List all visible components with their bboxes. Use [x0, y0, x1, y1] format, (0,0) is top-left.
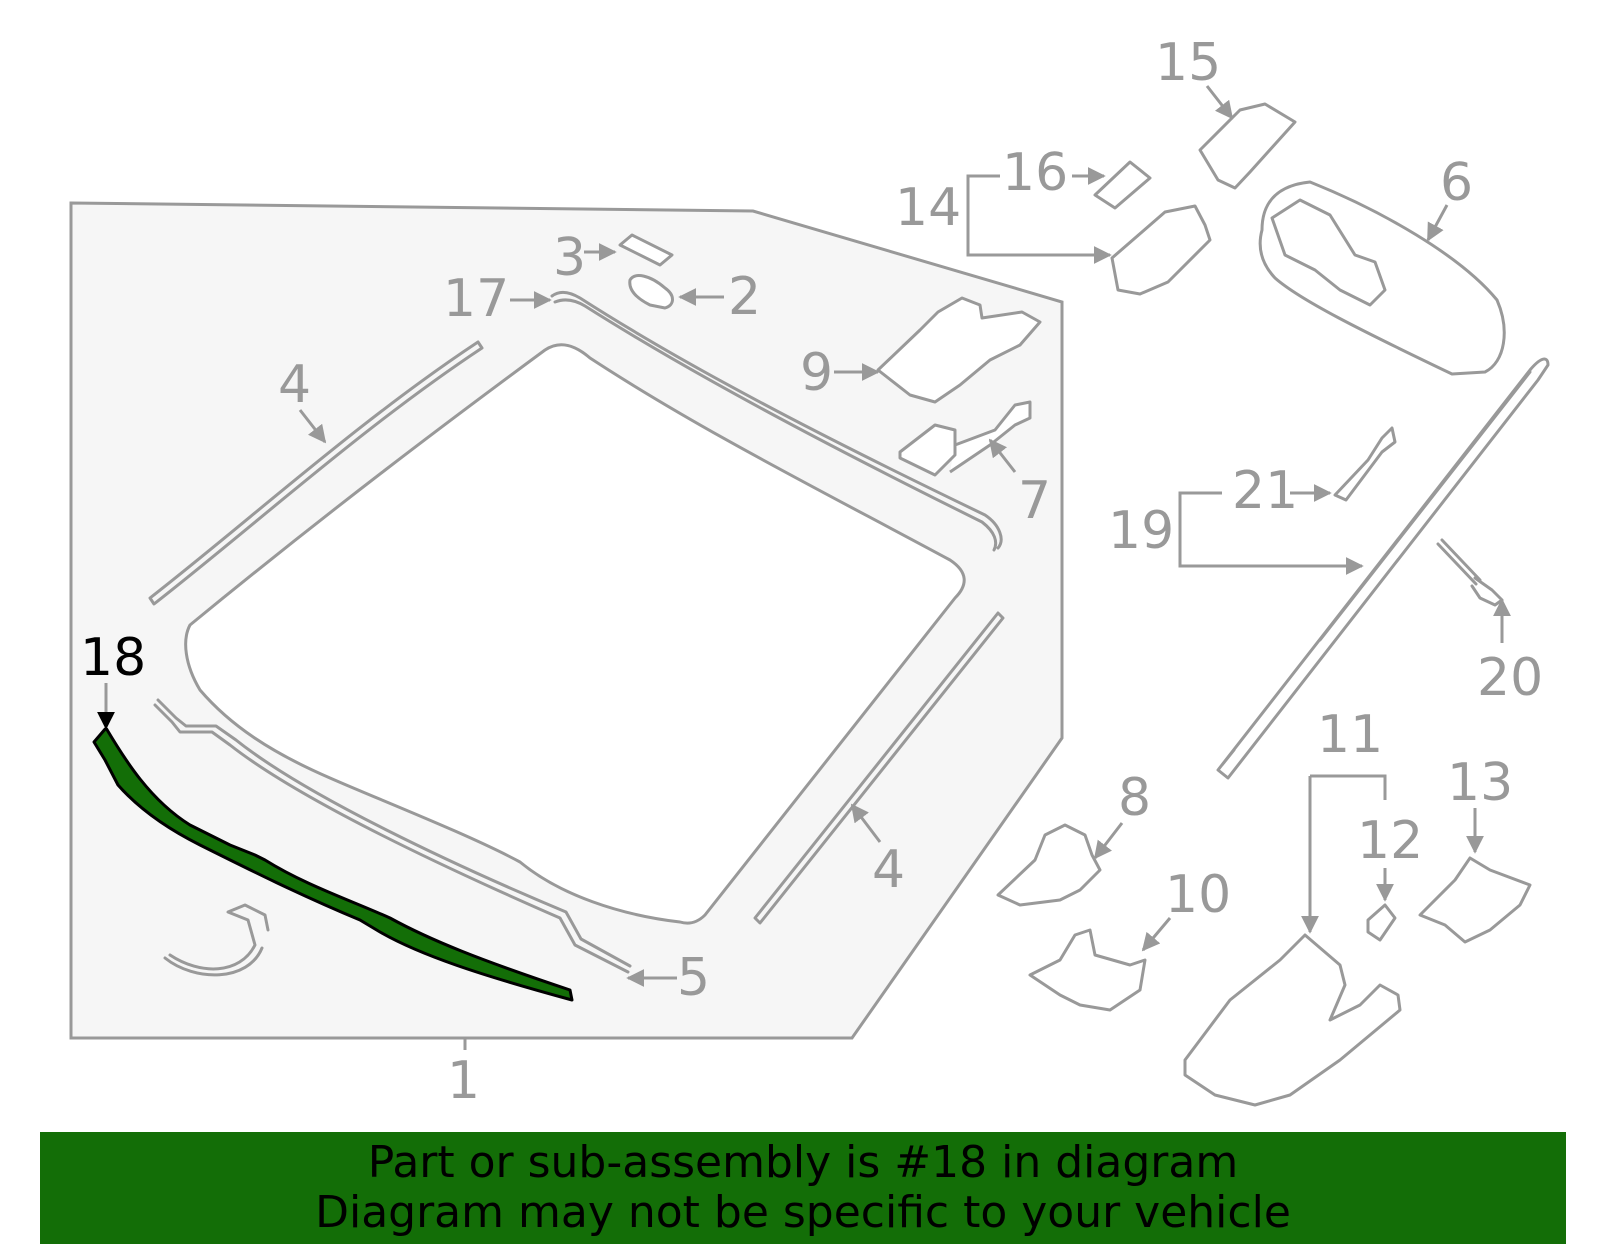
- callout-3: 3: [553, 228, 586, 288]
- callout-18: 18: [80, 628, 146, 688]
- part-14-housing: [1110, 204, 1212, 296]
- callout-14: 14: [895, 178, 961, 238]
- callout-4-right: 4: [872, 840, 905, 900]
- part-20-screw: [1436, 538, 1504, 607]
- banner-line-1: Part or sub-assembly is #18 in diagram: [367, 1137, 1239, 1188]
- part-16-pad: [1093, 160, 1152, 210]
- banner-line-2: Diagram may not be specific to your vehi…: [315, 1187, 1291, 1238]
- part-19-moulding: [1216, 357, 1550, 780]
- part-4-right-moulding: [753, 611, 1005, 925]
- part-17-upper-moulding: [550, 290, 1003, 552]
- callout-15: 15: [1155, 33, 1221, 93]
- part-3-clip: [618, 233, 674, 267]
- callout-7: 7: [1018, 471, 1051, 531]
- callout-13: 13: [1447, 753, 1513, 813]
- part-21-clip: [1333, 426, 1397, 502]
- callout-19: 19: [1108, 501, 1174, 561]
- callout-17: 17: [443, 269, 509, 329]
- part-5-cowl-seal: [153, 698, 632, 974]
- callout-12: 12: [1357, 811, 1423, 871]
- part-10-bracket: [1028, 928, 1147, 1012]
- callout-16: 16: [1002, 143, 1068, 203]
- callout-20: 20: [1477, 648, 1543, 708]
- leader-lines: [97, 85, 1511, 1050]
- part-11-cover: [1183, 933, 1402, 1107]
- part-13-bracket: [1418, 856, 1532, 944]
- callout-1: 1: [447, 1051, 480, 1111]
- windshield-glass: [184, 343, 966, 925]
- callout-5: 5: [677, 948, 710, 1008]
- part-8-bracket: [996, 823, 1102, 907]
- part-15-cover: [1198, 102, 1297, 190]
- part-9-bracket: [876, 296, 1042, 404]
- part-info-banner: Part or sub-assembly is #18 in diagram D…: [40, 1132, 1566, 1244]
- part-4-left-moulding: [148, 340, 484, 606]
- callout-2: 2: [728, 267, 761, 327]
- wire-harness: [163, 903, 270, 977]
- callout-9: 9: [800, 343, 833, 403]
- callout-11: 11: [1317, 705, 1383, 765]
- callout-6: 6: [1440, 153, 1473, 213]
- part-12-clip: [1366, 903, 1397, 942]
- callout-4-left: 4: [278, 355, 311, 415]
- callout-10: 10: [1165, 865, 1231, 925]
- callout-8: 8: [1118, 768, 1151, 828]
- callout-21: 21: [1232, 461, 1298, 521]
- part-6-mirror-mount: [1270, 198, 1387, 307]
- part-18-highlighted-trim: [92, 726, 574, 1002]
- part-2-clip: [628, 274, 674, 310]
